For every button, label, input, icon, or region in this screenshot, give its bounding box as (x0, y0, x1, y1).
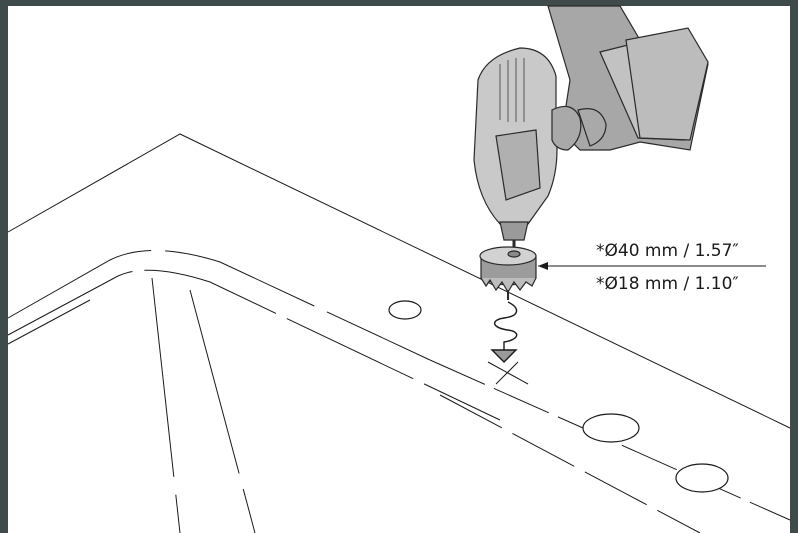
tap-hole-small (388, 300, 422, 320)
tap-hole-large (675, 463, 729, 493)
dimension-drill-bit-label: *Ø18 mm / 1.10″ (596, 274, 739, 294)
dimension-hole-saw-label: *Ø40 mm / 1.57″ (596, 241, 739, 261)
drill-position-mark (487, 361, 529, 385)
sink-outline (7, 133, 791, 533)
hole-saw-icon (479, 246, 537, 300)
dimension-callout: *Ø40 mm / 1.57″ *Ø18 mm / 1.10″ (538, 241, 766, 294)
drill-bit-arrow-icon (490, 301, 518, 363)
cordless-drill-icon (473, 5, 709, 256)
tap-holes (388, 300, 729, 493)
tap-hole-medium (582, 413, 640, 443)
